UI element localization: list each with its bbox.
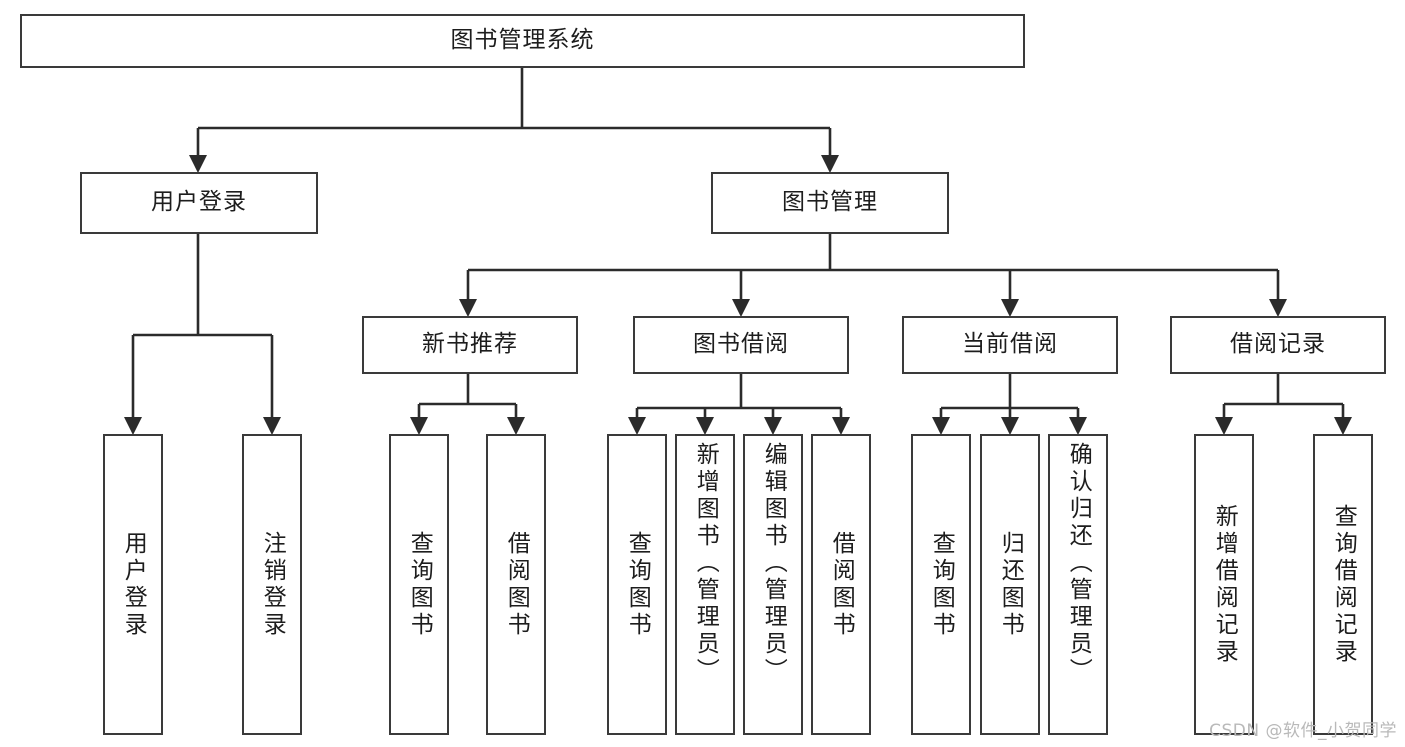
node-current-borrow-label: 当前借阅 bbox=[962, 331, 1058, 358]
node-book-borrow-label: 图书借阅 bbox=[693, 331, 789, 358]
node-leaf-query-record[interactable]: 查询借阅记录 bbox=[1313, 434, 1373, 735]
node-leaf-confirm-return[interactable]: 确认归还（管理员） bbox=[1048, 434, 1108, 735]
node-user-login[interactable]: 用户登录 bbox=[80, 172, 318, 234]
node-leaf-query-book-3[interactable]: 查询图书 bbox=[911, 434, 971, 735]
node-leaf-query-book-1[interactable]: 查询图书 bbox=[389, 434, 449, 735]
node-leaf-add-record-label: 新增借阅记录 bbox=[1211, 503, 1238, 666]
node-leaf-user-login-label: 用户登录 bbox=[120, 530, 147, 639]
node-leaf-add-book[interactable]: 新增图书（管理员） bbox=[675, 434, 735, 735]
node-new-book-recommend[interactable]: 新书推荐 bbox=[362, 316, 578, 374]
node-leaf-logout[interactable]: 注销登录 bbox=[242, 434, 302, 735]
node-leaf-confirm-return-label: 确认归还（管理员） bbox=[1065, 442, 1092, 685]
node-leaf-query-book-1-label: 查询图书 bbox=[406, 530, 433, 639]
node-borrow-record-label: 借阅记录 bbox=[1230, 331, 1326, 358]
node-leaf-add-record[interactable]: 新增借阅记录 bbox=[1194, 434, 1254, 735]
node-leaf-logout-label: 注销登录 bbox=[259, 530, 286, 639]
node-leaf-query-book-2[interactable]: 查询图书 bbox=[607, 434, 667, 735]
node-leaf-edit-book-label: 编辑图书（管理员） bbox=[760, 442, 787, 685]
node-borrow-record[interactable]: 借阅记录 bbox=[1170, 316, 1386, 374]
node-leaf-borrow-book-1-label: 借阅图书 bbox=[503, 530, 530, 639]
node-leaf-user-login[interactable]: 用户登录 bbox=[103, 434, 163, 735]
node-new-book-recommend-label: 新书推荐 bbox=[422, 331, 518, 358]
node-leaf-add-book-label: 新增图书（管理员） bbox=[692, 442, 719, 685]
node-leaf-query-book-2-label: 查询图书 bbox=[624, 530, 651, 639]
node-leaf-borrow-book-2-label: 借阅图书 bbox=[828, 530, 855, 639]
node-leaf-return-book-label: 归还图书 bbox=[997, 530, 1024, 639]
node-book-management[interactable]: 图书管理 bbox=[711, 172, 949, 234]
node-leaf-borrow-book-1[interactable]: 借阅图书 bbox=[486, 434, 546, 735]
node-leaf-query-book-3-label: 查询图书 bbox=[928, 530, 955, 639]
node-book-management-label: 图书管理 bbox=[782, 189, 878, 216]
node-current-borrow[interactable]: 当前借阅 bbox=[902, 316, 1118, 374]
node-leaf-return-book[interactable]: 归还图书 bbox=[980, 434, 1040, 735]
node-book-borrow[interactable]: 图书借阅 bbox=[633, 316, 849, 374]
node-leaf-borrow-book-2[interactable]: 借阅图书 bbox=[811, 434, 871, 735]
node-user-login-label: 用户登录 bbox=[151, 189, 247, 216]
node-leaf-query-record-label: 查询借阅记录 bbox=[1330, 503, 1357, 666]
node-leaf-edit-book[interactable]: 编辑图书（管理员） bbox=[743, 434, 803, 735]
node-root-label: 图书管理系统 bbox=[450, 27, 595, 54]
csdn-watermark: CSDN @软件_小贺同学 bbox=[1209, 721, 1397, 741]
node-root[interactable]: 图书管理系统 bbox=[20, 14, 1025, 68]
